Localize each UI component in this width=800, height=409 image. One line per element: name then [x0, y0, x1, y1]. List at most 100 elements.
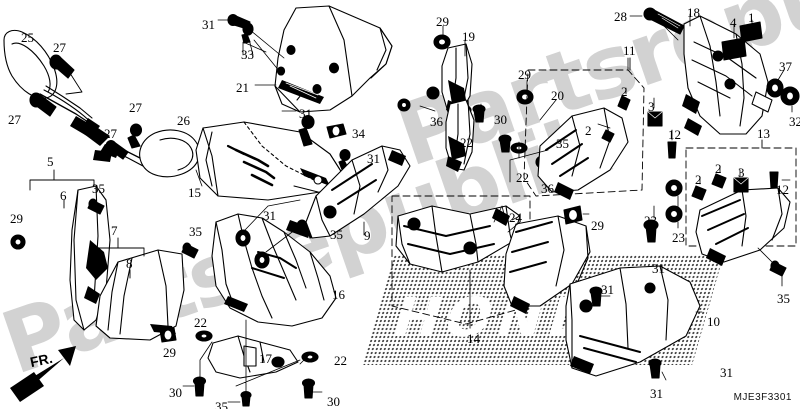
callout-27: 27 — [129, 100, 142, 115]
part-22-washers — [195, 330, 319, 363]
callout-12: 12 — [776, 182, 789, 197]
callout-29: 29 — [163, 345, 176, 360]
callout-30: 30 — [169, 385, 182, 400]
callout-6: 6 — [60, 188, 67, 203]
callout-35: 35 — [556, 136, 569, 151]
part-24-stay-frame — [395, 205, 521, 273]
callout-31: 31 — [202, 17, 215, 32]
callout-31: 31 — [299, 106, 312, 121]
callout-7: 7 — [111, 223, 118, 238]
callout-37: 37 — [779, 59, 792, 74]
callout-31: 31 — [601, 282, 614, 297]
callout-10: 10 — [707, 314, 720, 329]
part-4-1-clips — [721, 21, 763, 61]
callout-22: 22 — [194, 315, 207, 330]
part-35-screw-13 — [769, 260, 787, 277]
callout-34: 34 — [352, 126, 365, 141]
callout-12: 12 — [668, 127, 681, 142]
part-29-grommet-left — [10, 234, 26, 250]
callout-35: 35 — [330, 227, 343, 242]
part-29-grommet-20 — [516, 89, 534, 105]
callout-36: 36 — [430, 114, 443, 129]
callout-22: 22 — [334, 353, 347, 368]
part-2-3-12-fasteners-a — [601, 95, 677, 159]
callout-2: 2 — [715, 161, 722, 176]
part-27-bolts-right — [105, 123, 143, 160]
part-30-screws — [192, 376, 316, 399]
callout-31: 31 — [263, 208, 276, 223]
part-29-grommet-19 — [426, 34, 451, 100]
callout-27: 27 — [104, 126, 117, 141]
callout-35: 35 — [92, 181, 105, 196]
callout-2: 2 — [585, 123, 592, 138]
callout-35: 35 — [215, 399, 228, 409]
callout-27: 27 — [8, 112, 21, 127]
part-36-grommets — [397, 98, 411, 112]
part-6-inner-panel — [69, 185, 111, 331]
callout-19: 19 — [462, 29, 475, 44]
callout-18: 18 — [687, 5, 700, 20]
callout-5: 5 — [47, 154, 54, 169]
callout-29: 29 — [518, 67, 531, 82]
part-28-bolt — [643, 7, 685, 35]
part-29-grommet-24 — [563, 205, 583, 225]
callout-2: 2 — [695, 172, 702, 187]
part-35-screw-d — [240, 390, 252, 407]
callout-31: 31 — [652, 261, 665, 276]
part-35-screw-b — [181, 242, 199, 259]
callout-35: 35 — [189, 224, 202, 239]
callout-29: 29 — [436, 14, 449, 29]
callout-25: 25 — [21, 30, 34, 45]
part-35-screw-a — [87, 198, 105, 215]
part-2-3-12-fasteners-b — [691, 171, 779, 201]
callout-9: 9 — [364, 228, 371, 243]
part-16-headlight — [211, 213, 337, 327]
part-25-mirror — [3, 29, 110, 146]
part-34-clip — [326, 123, 347, 139]
callout-31: 31 — [720, 365, 733, 380]
callout-3: 3 — [738, 165, 745, 180]
callout-27: 27 — [53, 40, 66, 55]
callout-26: 26 — [177, 113, 190, 128]
callout-13: 13 — [757, 126, 770, 141]
callout-4: 4 — [730, 15, 737, 30]
callout-31: 31 — [650, 386, 663, 401]
part-21-windscreen — [274, 5, 393, 113]
callout-29: 29 — [591, 218, 604, 233]
callout-31: 31 — [367, 151, 380, 166]
callout-24: 24 — [509, 210, 522, 225]
callout-1: 1 — [748, 10, 755, 25]
part-13-group-box — [685, 147, 797, 247]
part-15-front-cowl — [195, 121, 345, 201]
callout-11: 11 — [623, 43, 636, 58]
part-8-left-cowl — [95, 249, 185, 341]
callout-14: 14 — [467, 331, 480, 346]
part-37-32-bushings — [766, 78, 800, 106]
callout-35: 35 — [777, 291, 790, 306]
part-31-bolt-9 — [298, 114, 315, 147]
callout-32: 32 — [789, 114, 800, 129]
callout-17: 17 — [259, 351, 272, 366]
part-29-grommet-b — [159, 327, 177, 343]
callout-29: 29 — [10, 211, 23, 226]
diagram-code: MJE3F3301 — [733, 392, 792, 403]
callout-22: 22 — [460, 135, 473, 150]
part-9-side-stay — [305, 145, 411, 239]
callout-30: 30 — [327, 394, 340, 409]
callout-3: 3 — [648, 99, 655, 114]
fr-direction-arrow — [10, 346, 76, 402]
callout-21: 21 — [236, 80, 249, 95]
callout-15: 15 — [188, 185, 201, 200]
callout-20: 20 — [551, 88, 564, 103]
part-13-cowl — [695, 187, 791, 266]
callout-23: 23 — [672, 230, 685, 245]
part-23-bushings — [665, 179, 683, 223]
callout-36: 36 — [541, 181, 554, 196]
part-18-frame — [682, 15, 773, 136]
part-20-bracket — [445, 99, 475, 172]
callout-22: 22 — [516, 170, 529, 185]
callout-2: 2 — [621, 84, 628, 99]
callout-30: 30 — [494, 112, 507, 127]
